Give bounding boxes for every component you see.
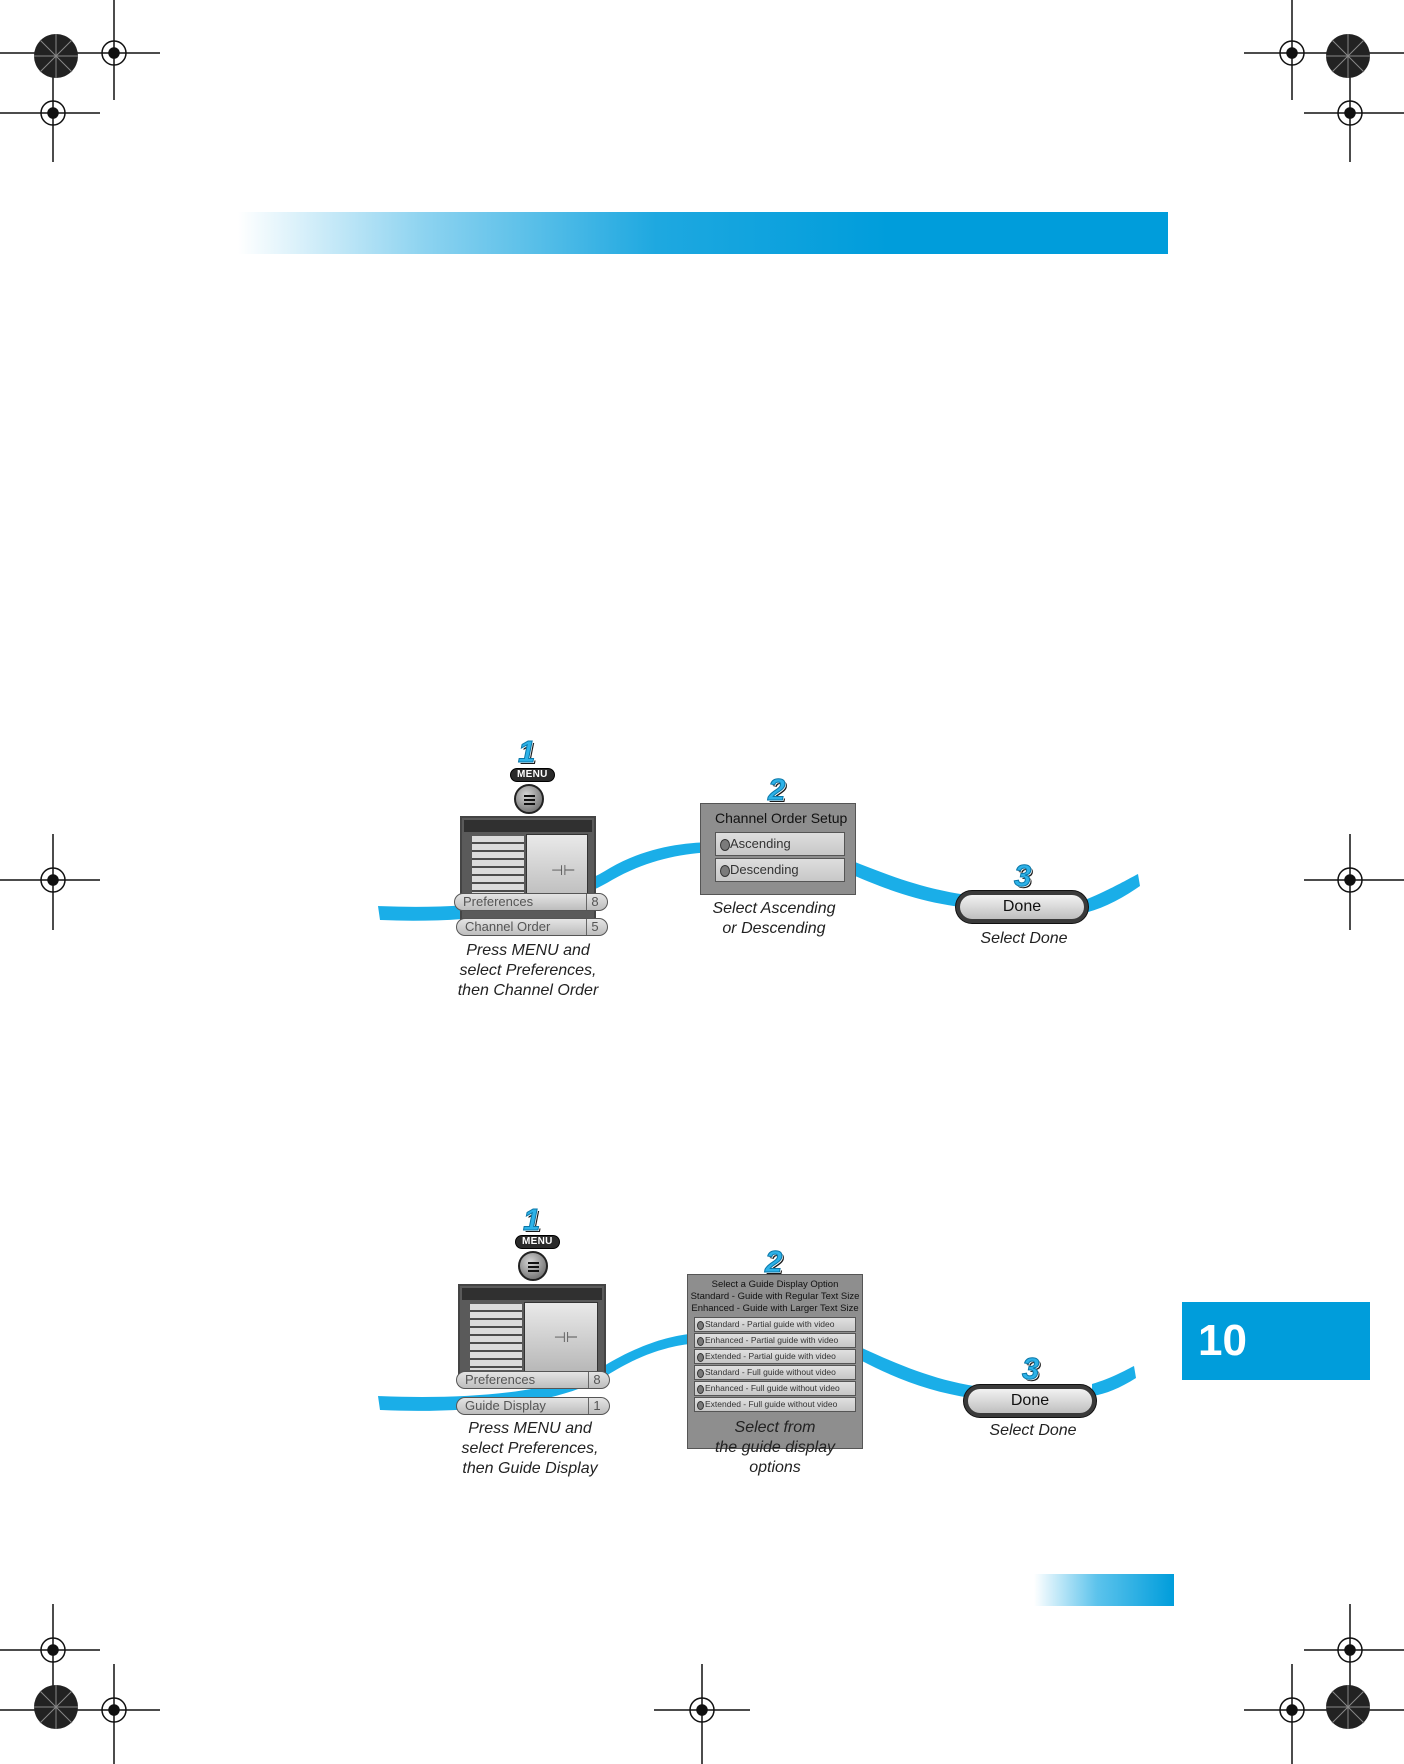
guide-dialog-subtitle-2: Enhanced - Guide with Larger Text Size [688, 1303, 862, 1315]
guide-dialog-subtitle-1: Standard - Guide with Regular Text Size [688, 1291, 862, 1303]
done-button-label: Done [968, 1389, 1092, 1413]
screen-title-bar [462, 1288, 602, 1300]
preferences-pill: Preferences 8 [456, 1371, 610, 1389]
step1-caption: Press MENU and select Preferences, then … [430, 1419, 630, 1479]
radio-icon [697, 1337, 704, 1346]
radio-icon [697, 1353, 704, 1362]
screen-video-preview [524, 1302, 598, 1372]
step-number-1: 1 [523, 1202, 540, 1238]
radio-icon [697, 1401, 704, 1410]
menu-button-icon [518, 1251, 548, 1281]
step-number-3: 3 [1022, 1351, 1039, 1387]
radio-icon [697, 1369, 704, 1378]
menu-badge: MENU [515, 1235, 560, 1249]
guide-dialog-title: Select a Guide Display Option [688, 1279, 862, 1291]
guide-display-number: 1 [588, 1398, 605, 1414]
guide-display-pill: Guide Display 1 [456, 1397, 610, 1415]
step2-caption: Select from the guide display options [684, 1418, 866, 1478]
guide-option[interactable]: Extended - Full guide without video [694, 1397, 856, 1412]
guide-option[interactable]: Standard - Full guide without video [694, 1365, 856, 1380]
preferences-number: 8 [588, 1372, 605, 1388]
radio-icon [697, 1321, 704, 1330]
screen-menu-list [470, 1304, 522, 1370]
guide-display-label: Guide Display [465, 1398, 546, 1414]
preferences-label: Preferences [465, 1372, 535, 1388]
step3-caption: Select Done [953, 1421, 1113, 1441]
radio-icon [697, 1385, 704, 1394]
done-button[interactable]: Done [963, 1384, 1097, 1418]
guide-option[interactable]: Extended - Partial guide with video [694, 1349, 856, 1364]
guide-option[interactable]: Enhanced - Full guide without video [694, 1381, 856, 1396]
guide-option[interactable]: Standard - Partial guide with video [694, 1317, 856, 1332]
guide-option[interactable]: Enhanced - Partial guide with video [694, 1333, 856, 1348]
